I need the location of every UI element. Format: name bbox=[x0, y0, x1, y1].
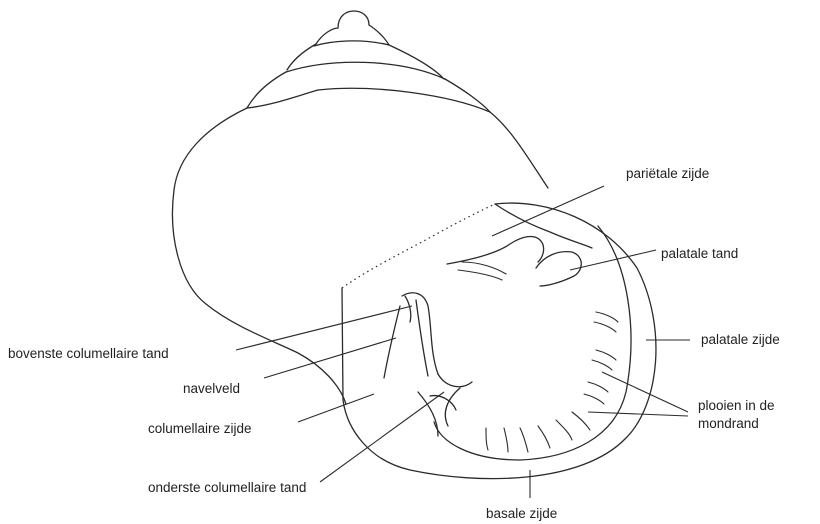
leader-parietale-zijde bbox=[492, 186, 604, 236]
leader-columellaire-zijde bbox=[298, 394, 374, 422]
label-onderste-columellaire-tand: onderste columellaire tand bbox=[148, 480, 306, 495]
label-plooien-line2: mondrand bbox=[698, 416, 759, 431]
leader-bovenste-columellaire-tand bbox=[236, 306, 412, 350]
label-palatale-tand: palatale tand bbox=[661, 246, 738, 261]
label-parietale-zijde: pariëtale zijde bbox=[626, 166, 709, 181]
leader-onderste-columellaire-tand bbox=[320, 392, 444, 482]
label-plooien-line1: plooien in de bbox=[698, 398, 775, 413]
label-columellaire-zijde: columellaire zijde bbox=[148, 421, 252, 436]
leader-palatale-tand bbox=[570, 250, 656, 270]
labels: pariëtale zijde palatale tand palatale z… bbox=[8, 166, 780, 521]
leader-plooien-2 bbox=[588, 412, 688, 416]
aperture bbox=[342, 203, 656, 479]
label-bovenste-columellaire-tand: bovenste columellaire tand bbox=[8, 346, 169, 361]
leader-navelveld bbox=[264, 338, 396, 378]
lip-folds bbox=[458, 262, 618, 452]
label-palatale-zijde: palatale zijde bbox=[701, 332, 780, 347]
label-basale-zijde: basale zijde bbox=[486, 506, 557, 521]
shell-outline bbox=[172, 11, 548, 404]
leader-lines bbox=[236, 186, 690, 498]
leader-plooien-1 bbox=[602, 372, 688, 412]
label-navelveld: navelveld bbox=[183, 381, 240, 396]
